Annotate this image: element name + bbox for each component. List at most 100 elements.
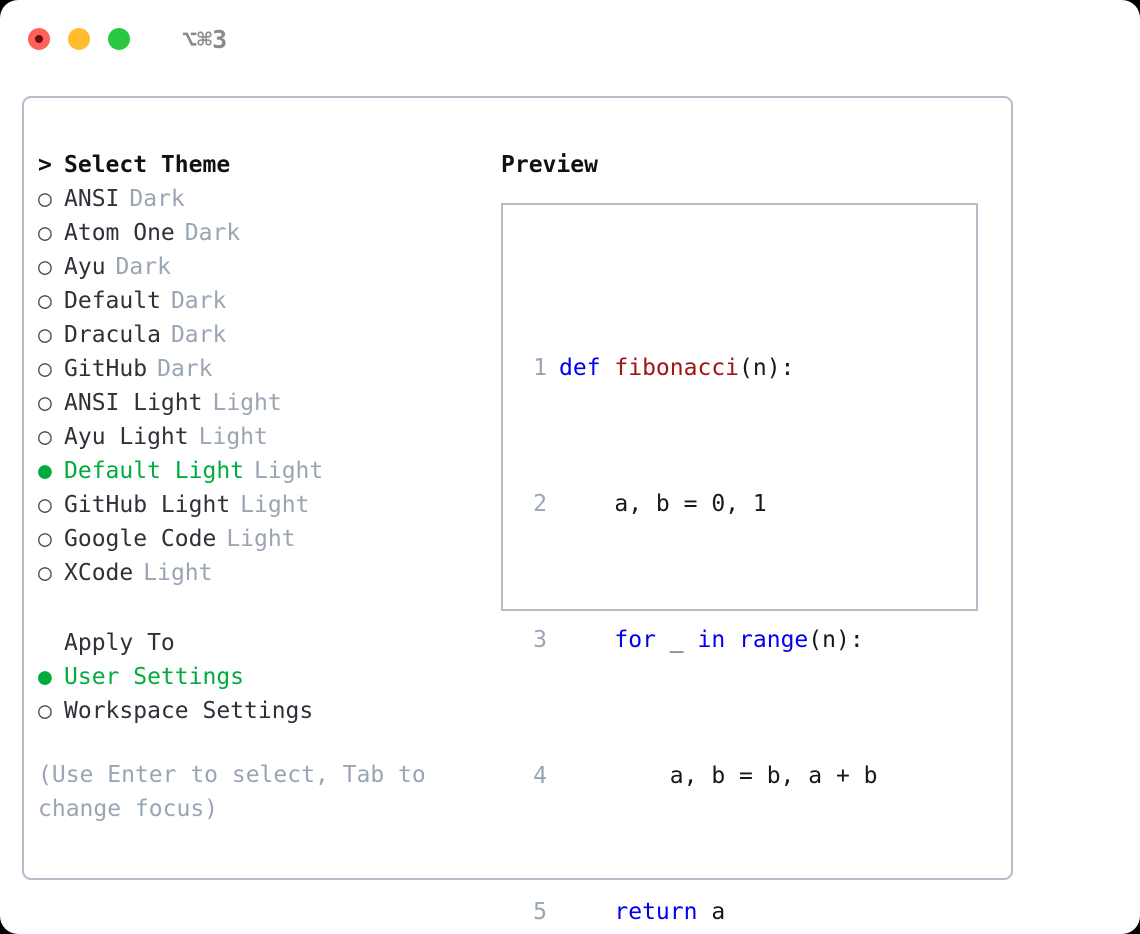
code-token-plain: a xyxy=(697,899,726,925)
theme-list-item[interactable]: ○ XCode Light xyxy=(38,556,498,590)
code-line: 5 return a xyxy=(519,895,905,929)
code-token-plain xyxy=(559,627,614,653)
theme-list-item[interactable]: ○ Default Dark xyxy=(38,284,498,318)
heading-caret-icon: > xyxy=(38,152,52,178)
radio-icon[interactable]: ○ xyxy=(38,526,52,552)
theme-list-item[interactable]: ○ Dracula Dark xyxy=(38,318,498,352)
apply-to-heading: ·Apply To xyxy=(38,626,498,660)
code-token-plain: (n): xyxy=(808,627,864,653)
code-token-plain: a, b = 0, 1 xyxy=(559,491,767,517)
theme-name: Default xyxy=(64,288,161,314)
theme-list-item[interactable]: ○ Atom One Dark xyxy=(38,216,498,250)
theme-name: Ayu Light xyxy=(64,424,189,450)
theme-name: Default Light xyxy=(64,458,245,484)
theme-name: Atom One xyxy=(64,220,175,246)
radio-icon[interactable]: ○ xyxy=(38,492,52,518)
code-token-plain: a, b = b, a + b xyxy=(559,763,878,789)
apply-to-option-label: User Settings xyxy=(64,664,245,690)
radio-icon[interactable]: ○ xyxy=(38,322,52,348)
code-line: 4 a, b = b, a + b xyxy=(519,759,905,793)
apply-to-list: ● User Settings ○ Workspace Settings xyxy=(38,660,498,728)
apply-to-marker-spacer: · xyxy=(38,626,64,660)
theme-name: ANSI xyxy=(64,186,120,212)
radio-icon-selected[interactable]: ● xyxy=(38,664,52,690)
theme-list-item[interactable]: ○ ANSI Light Light xyxy=(38,386,498,420)
theme-list-item[interactable]: ○ Ayu Dark xyxy=(38,250,498,284)
theme-mode-tag: Light xyxy=(240,492,310,518)
radio-icon[interactable]: ○ xyxy=(38,560,52,586)
keyboard-hint-text: (Use Enter to select, Tab to change focu… xyxy=(38,762,426,822)
minimize-button-icon[interactable] xyxy=(68,28,90,50)
line-number: 1 xyxy=(533,355,547,381)
traffic-lights xyxy=(28,28,130,50)
theme-list-item[interactable]: ○ GitHub Dark xyxy=(38,352,498,386)
theme-name: XCode xyxy=(64,560,134,586)
maximize-button-icon[interactable] xyxy=(108,28,130,50)
radio-icon[interactable]: ○ xyxy=(38,220,52,246)
section-spacer xyxy=(38,590,498,626)
theme-name: GitHub Light xyxy=(64,492,231,518)
code-token-keyword: for xyxy=(614,627,656,653)
theme-mode-tag: Dark xyxy=(129,186,185,212)
radio-icon[interactable]: ○ xyxy=(38,254,52,280)
close-button-icon[interactable] xyxy=(28,28,50,50)
code-token-function: fibonacci xyxy=(614,355,740,381)
code-token-keyword: in xyxy=(697,627,726,653)
theme-name: Ayu xyxy=(64,254,106,280)
theme-list-item[interactable]: ○ GitHub Light Light xyxy=(38,488,498,522)
theme-mode-tag: Dark xyxy=(157,356,213,382)
line-number: 4 xyxy=(533,763,547,789)
theme-list-item[interactable]: ○ Ayu Light Light xyxy=(38,420,498,454)
select-theme-heading-label: Select Theme xyxy=(64,152,231,178)
theme-mode-tag: Light xyxy=(212,390,282,416)
radio-icon[interactable]: ○ xyxy=(38,356,52,382)
theme-mode-tag: Light xyxy=(254,458,324,484)
code-token-plain xyxy=(725,627,739,653)
theme-mode-tag: Dark xyxy=(184,220,241,246)
code-line: 2 a, b = 0, 1 xyxy=(519,487,905,521)
theme-name: GitHub xyxy=(64,356,148,382)
select-theme-heading: > Select Theme xyxy=(38,148,498,182)
line-number: 3 xyxy=(533,627,547,653)
radio-icon[interactable]: ○ xyxy=(38,288,52,314)
titlebar: ⌥⌘3 xyxy=(0,0,1140,78)
radio-icon[interactable]: ○ xyxy=(38,186,52,212)
radio-icon[interactable]: ○ xyxy=(38,424,52,450)
apply-to-heading-label: Apply To xyxy=(64,630,175,656)
preview-heading: Preview xyxy=(501,152,598,178)
line-number: 2 xyxy=(533,491,547,517)
theme-name: ANSI Light xyxy=(64,390,203,416)
theme-mode-tag: Light xyxy=(226,526,296,552)
theme-mode-tag: Dark xyxy=(170,322,227,348)
keyboard-shortcut-label: ⌥⌘3 xyxy=(182,24,228,54)
theme-name: Google Code xyxy=(64,526,217,552)
apply-to-item-selected[interactable]: ● User Settings xyxy=(38,660,498,694)
code-token-keyword: return xyxy=(614,899,698,925)
theme-mode-tag: Dark xyxy=(115,254,171,280)
theme-mode-tag: Dark xyxy=(170,288,227,314)
radio-icon[interactable]: ○ xyxy=(38,698,52,724)
theme-name: Dracula xyxy=(64,322,161,348)
theme-list-item-selected[interactable]: ● Default Light Light xyxy=(38,454,498,488)
theme-mode-tag: Light xyxy=(198,424,268,450)
apply-to-item[interactable]: ○ Workspace Settings xyxy=(38,694,498,728)
code-line: 3 for _ in range(n): xyxy=(519,623,905,657)
apply-to-option-label: Workspace Settings xyxy=(64,698,314,724)
code-token-plain: (n): xyxy=(739,355,795,381)
theme-list-item[interactable]: ○ Google Code Light xyxy=(38,522,498,556)
code-token-plain xyxy=(559,899,614,925)
theme-list-item[interactable]: ○ ANSI Dark xyxy=(38,182,498,216)
radio-icon-selected[interactable]: ● xyxy=(38,458,52,484)
line-number: 5 xyxy=(533,899,547,925)
radio-icon[interactable]: ○ xyxy=(38,390,52,416)
theme-mode-tag: Light xyxy=(143,560,213,586)
code-token-builtin: range xyxy=(739,627,809,653)
